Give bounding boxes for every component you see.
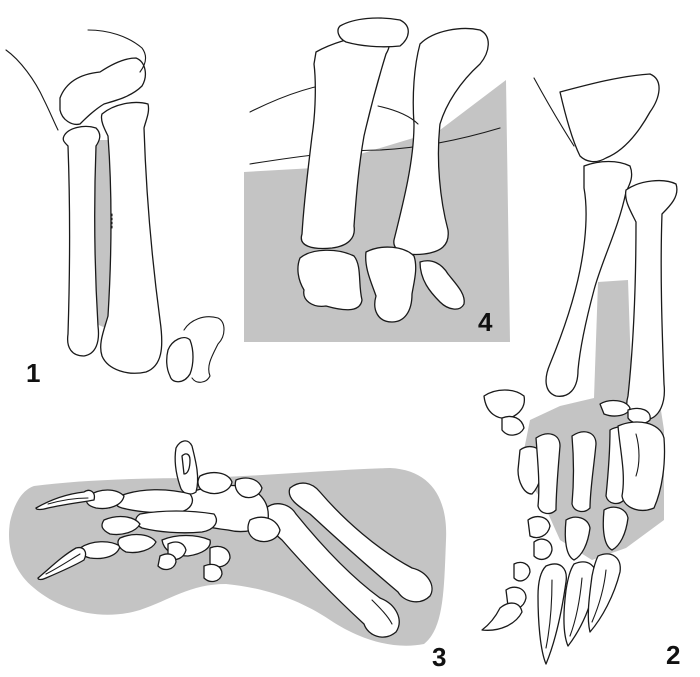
panel-label-3: 3 [432, 642, 447, 672]
panel-2-ungual-1 [481, 602, 523, 631]
panel-1-forearm [5, 29, 225, 383]
panel-1-humerus-distal [59, 57, 147, 126]
panel-4-antebrachium [244, 17, 510, 342]
panel-2-metacarpal-2 [535, 433, 561, 515]
panel-2-ulna [545, 160, 633, 397]
panel-2-ungual-2 [537, 563, 567, 665]
panel-label-1: 1 [26, 358, 41, 388]
panel-3-metacarpal-upper [115, 489, 194, 514]
panel-4-olecranon [337, 17, 409, 48]
panel-2-manus [481, 73, 678, 665]
panel-label-2: 2 [666, 640, 681, 670]
panel-4-carpal-3 [419, 260, 465, 310]
panel-3-manus-lateral [9, 440, 447, 646]
panel-3-ulna [263, 503, 400, 638]
panel-2-radius [624, 179, 678, 421]
panel-2-metacarpal-5 [617, 421, 666, 511]
panel-4-carpal-2 [365, 246, 417, 323]
panel-label-4: 4 [478, 307, 493, 337]
panel-2-metacarpal-3 [571, 431, 597, 513]
panel-4-carpal-1 [297, 249, 363, 311]
panel-1-carpal [166, 336, 194, 383]
panel-1-radius [100, 101, 163, 374]
panel-3-metacarpal-lower [135, 510, 217, 534]
panel-2-humerus-distal [559, 73, 660, 163]
panel-1-humerus-outline [5, 49, 59, 131]
panel-1-ulna [62, 125, 101, 357]
panel-1-matrix [92, 140, 112, 330]
panel-3-radius [288, 482, 433, 603]
panel-4-radius [393, 27, 489, 256]
